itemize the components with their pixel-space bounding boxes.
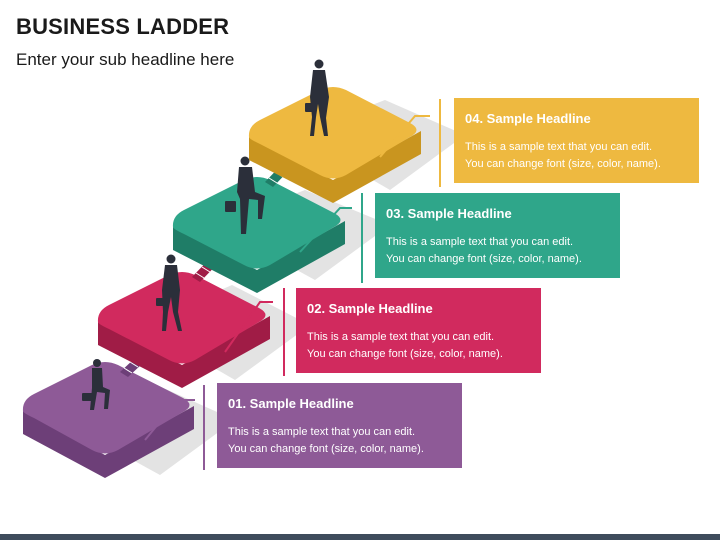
step-4-text-line-1: This is a sample text that you can edit. — [465, 141, 653, 153]
step-2-text-line-2: You can change font (size, color, name). — [307, 348, 503, 360]
page-title: BUSINESS LADDER — [16, 14, 230, 39]
step-1-text-line-1: This is a sample text that you can edit. — [228, 426, 416, 438]
step-4-headline: 04. Sample Headline — [465, 111, 591, 126]
step-2-platform — [97, 272, 270, 388]
step-3-text: This is a sample text that you can edit.… — [386, 234, 610, 268]
businessperson-2 — [156, 254, 182, 331]
step-card-2: 02. Sample Headline This is a sample tex… — [296, 288, 541, 373]
step-1-headline: 01. Sample Headline — [228, 396, 354, 411]
step-1-text: This is a sample text that you can edit.… — [228, 424, 452, 458]
footer-bar — [0, 534, 720, 540]
step-3-text-line-1: This is a sample text that you can edit. — [386, 236, 574, 248]
step-card-1: 01. Sample Headline This is a sample tex… — [217, 383, 462, 468]
page-subtitle: Enter your sub headline here — [16, 50, 235, 69]
step-2-text: This is a sample text that you can edit.… — [307, 329, 531, 363]
step-2-headline: 02. Sample Headline — [307, 301, 433, 316]
step-3-text-line-2: You can change font (size, color, name). — [386, 253, 582, 265]
step-2-text-line-1: This is a sample text that you can edit. — [307, 331, 495, 343]
step-2-connector — [224, 288, 285, 376]
businessperson-4 — [305, 59, 329, 136]
businessperson-1 — [82, 359, 110, 410]
step-3-platform — [172, 177, 345, 293]
step-4-text: This is a sample text that you can edit.… — [465, 139, 689, 173]
step-card-3: 03. Sample Headline This is a sample tex… — [375, 193, 620, 278]
step-3-headline: 03. Sample Headline — [386, 206, 512, 221]
step-card-4: 04. Sample Headline This is a sample tex… — [454, 98, 699, 183]
step-4-connector — [379, 99, 441, 187]
step-4-text-line-2: You can change font (size, color, name). — [465, 158, 661, 170]
step-3-connector — [299, 193, 363, 283]
step-4-platform — [248, 87, 421, 203]
step-1-text-line-2: You can change font (size, color, name). — [228, 443, 424, 455]
businessperson-3 — [225, 156, 265, 234]
step-1-connector — [144, 385, 205, 470]
